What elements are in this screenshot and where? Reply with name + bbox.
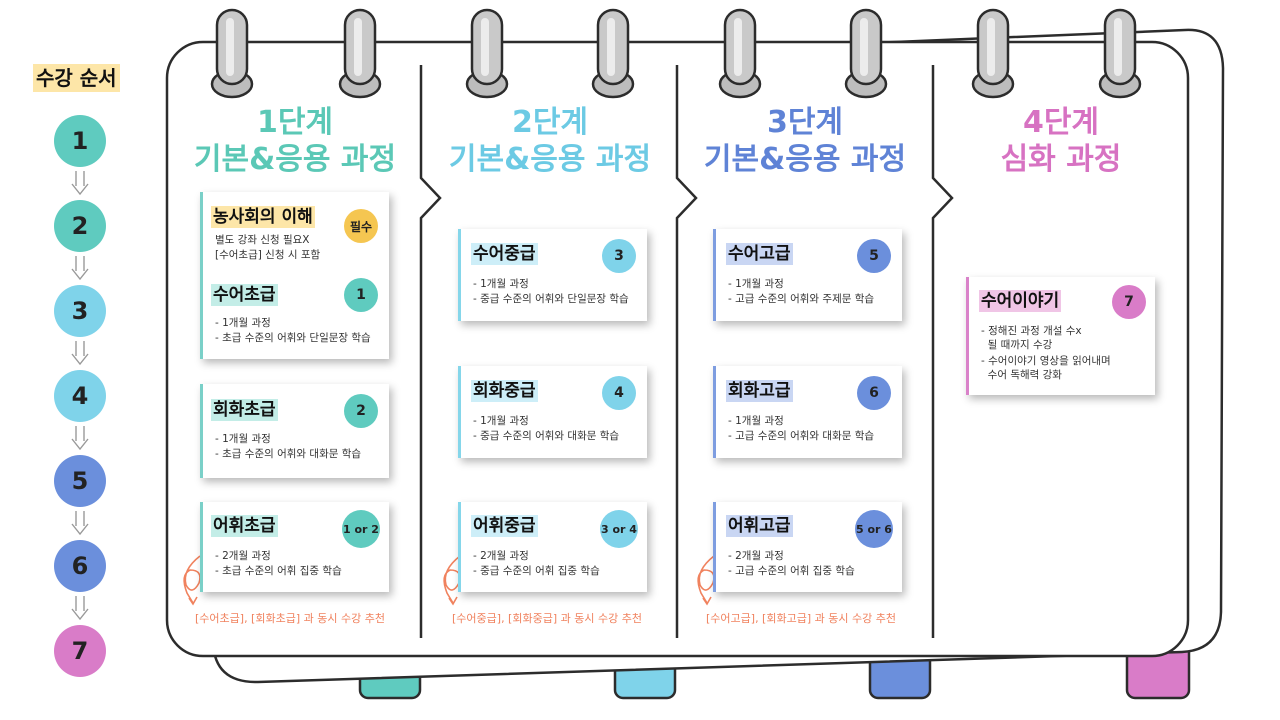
course-card-sueo-advanced: 수어고급 5 - 1개월 과정 - 고급 수준의 어휘와 주제문 학습	[713, 229, 902, 321]
course-badge: 5 or 6	[855, 510, 893, 548]
double-arrow-down-icon	[71, 511, 89, 536]
course-badge: 5	[857, 239, 891, 273]
stage-name: 기본&응용 과정	[448, 142, 652, 177]
course-desc-line: - 고급 수준의 어휘와 주제문 학습	[728, 293, 875, 305]
course-desc-line: - 1개월 과정	[215, 317, 271, 329]
step-circle-6: 6	[54, 540, 106, 592]
course-desc-line: 수어 독해력 강화	[981, 369, 1062, 381]
course-title-vocab-intermediate: 어휘중급	[471, 515, 538, 537]
course-desc-line: - 1개월 과정	[473, 415, 529, 427]
stage-label: 2단계	[511, 105, 589, 140]
course-card-story: 수어이야기 7 - 정해진 과정 개설 수x 될 때까지 수강 - 수어이야기 …	[966, 277, 1155, 395]
course-badge: 3 or 4	[600, 510, 638, 548]
step-circle-5: 5	[54, 455, 106, 507]
course-title-vocab-advanced: 어휘고급	[726, 515, 793, 537]
course-badge: 2	[344, 394, 378, 428]
recommendation-note: [수어중급], [회화중급] 과 동시 수강 추천	[452, 612, 642, 625]
step-circle-1: 1	[54, 115, 106, 167]
course-desc-line: - 초급 수준의 어휘 집중 학습	[215, 565, 342, 577]
stage-label: 4단계	[1022, 105, 1100, 140]
course-desc-line: - 정해진 과정 개설 수x	[981, 325, 1082, 337]
step-circle-2: 2	[54, 200, 106, 252]
course-title-sueo-beginner: 수어초급	[211, 284, 278, 306]
course-desc-line: - 1개월 과정	[215, 433, 271, 445]
course-desc-line: - 초급 수준의 어휘와 대화문 학습	[215, 448, 362, 460]
sidebar-title: 수강 순서	[33, 64, 120, 92]
double-arrow-down-icon	[71, 596, 89, 621]
stage-name: 심화 과정	[1000, 142, 1122, 177]
course-title-conv-beginner: 회화초급	[211, 399, 278, 421]
course-desc-line: - 1개월 과정	[728, 415, 784, 427]
course-desc-line: - 2개월 과정	[473, 550, 529, 562]
course-card-conv-beginner: 회화초급 2 - 1개월 과정 - 초급 수준의 어휘와 대화문 학습	[200, 384, 389, 478]
stage-name: 기본&응용 과정	[193, 142, 397, 177]
course-title-sueo-intermediate: 수어중급	[471, 243, 538, 265]
course-desc-line: - 중급 수준의 어휘와 대화문 학습	[473, 430, 620, 442]
course-card-vocab-beginner: 어휘초급 1 or 2 - 2개월 과정 - 초급 수준의 어휘 집중 학습	[200, 502, 389, 592]
course-badge: 4	[602, 376, 636, 410]
course-card-beginner-set: 농사회의 이해 필수 별도 강좌 신청 필요X [수어초급] 신청 시 포함 수…	[200, 192, 389, 359]
binder-rings	[210, 8, 1142, 99]
step-circle-7: 7	[54, 625, 106, 677]
course-title-conv-advanced: 회화고급	[726, 380, 793, 402]
course-card-conv-advanced: 회화고급 6 - 1개월 과정 - 고급 수준의 어휘와 대화문 학습	[713, 366, 902, 458]
course-card-vocab-advanced: 어휘고급 5 or 6 - 2개월 과정 - 고급 수준의 어휘 집중 학습	[713, 502, 902, 592]
column-title-1: 1단계 기본&응용 과정	[170, 104, 420, 178]
course-desc-line: - 초급 수준의 어휘와 단일문장 학습	[215, 332, 371, 344]
curl-arrow-icon	[183, 555, 201, 606]
divider-2	[675, 65, 698, 638]
divider-1	[419, 65, 442, 638]
recommendation-note: [수어고급], [회화고급] 과 동시 수강 추천	[706, 612, 896, 625]
course-desc-line: - 1개월 과정	[728, 278, 784, 290]
stage-name: 기본&응용 과정	[703, 142, 907, 177]
course-desc-line: 별도 강좌 신청 필요X	[215, 234, 310, 246]
column-title-4: 4단계 심화 과정	[936, 104, 1186, 178]
double-arrow-down-icon	[71, 171, 89, 196]
stage-label: 1단계	[256, 105, 334, 140]
column-title-3: 3단계 기본&응용 과정	[680, 104, 930, 178]
course-desc-line: - 고급 수준의 어휘와 대화문 학습	[728, 430, 875, 442]
course-title-story: 수어이야기	[979, 290, 1062, 312]
course-desc-line: - 중급 수준의 어휘 집중 학습	[473, 565, 600, 577]
step-circle-3: 3	[54, 285, 106, 337]
course-desc-line: 될 때까지 수강	[981, 339, 1053, 351]
course-badge: 3	[602, 239, 636, 273]
course-card-vocab-intermediate: 어휘중급 3 or 4 - 2개월 과정 - 중급 수준의 어휘 집중 학습	[458, 502, 647, 592]
course-badge: 7	[1112, 285, 1146, 319]
course-title-sueo-advanced: 수어고급	[726, 243, 793, 265]
column-title-2: 2단계 기본&응용 과정	[425, 104, 675, 178]
course-desc-line: - 2개월 과정	[215, 550, 271, 562]
double-arrow-down-icon	[71, 256, 89, 281]
divider-3	[931, 65, 954, 638]
stage-label: 3단계	[766, 105, 844, 140]
course-card-conv-intermediate: 회화중급 4 - 1개월 과정 - 중급 수준의 어휘와 대화문 학습	[458, 366, 647, 458]
course-badge: 6	[857, 376, 891, 410]
recommendation-note: [수어초급], [회화초급] 과 동시 수강 추천	[195, 612, 385, 625]
course-title-vocab-beginner: 어휘초급	[211, 515, 278, 537]
double-arrow-down-icon	[71, 341, 89, 366]
course-desc-line: - 중급 수준의 어휘와 단일문장 학습	[473, 293, 629, 305]
course-title-conv-intermediate: 회화중급	[471, 380, 538, 402]
course-badge: 1 or 2	[342, 510, 380, 548]
step-circle-4: 4	[54, 370, 106, 422]
course-desc-line: - 고급 수준의 어휘 집중 학습	[728, 565, 855, 577]
course-title-orientation: 농사회의 이해	[211, 206, 315, 228]
course-badge-required: 필수	[344, 209, 378, 243]
course-desc-line: - 2개월 과정	[728, 550, 784, 562]
course-desc-line: - 1개월 과정	[473, 278, 529, 290]
course-badge: 1	[344, 278, 378, 312]
double-arrow-down-icon	[71, 426, 89, 451]
course-desc-line: - 수어이야기 영상을 읽어내며	[981, 355, 1111, 367]
course-desc-line: [수어초급] 신청 시 포함	[215, 249, 321, 261]
course-card-sueo-intermediate: 수어중급 3 - 1개월 과정 - 중급 수준의 어휘와 단일문장 학습	[458, 229, 647, 321]
